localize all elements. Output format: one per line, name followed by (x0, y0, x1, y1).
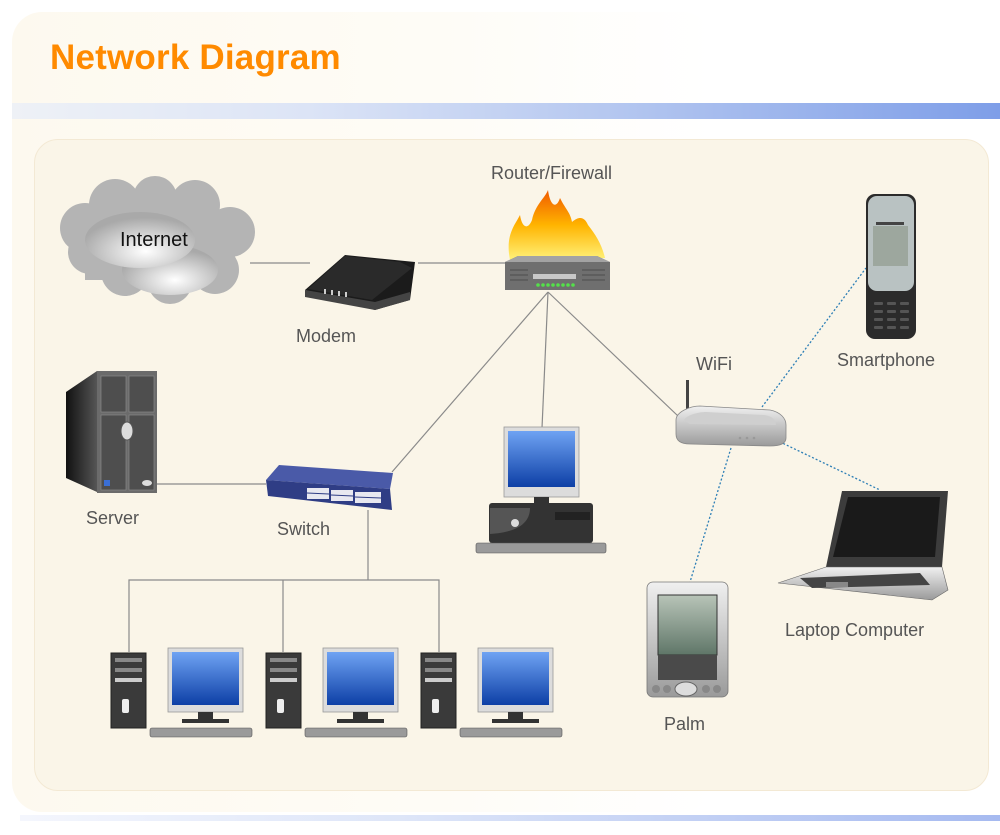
links (128, 262, 679, 652)
header-divider-bar (12, 103, 1000, 119)
node-label-router: Router/Firewall (491, 163, 613, 183)
smartphone-icon (866, 194, 916, 339)
firewall-icon (505, 190, 610, 290)
node-label-modem: Modem (296, 326, 357, 346)
node-label-wifi: WiFi (696, 354, 732, 374)
node-label-laptop: Laptop Computer (785, 620, 925, 640)
desktop-computer-icon (265, 647, 408, 738)
node-label-palm: Palm (664, 714, 706, 734)
pda-icon (646, 581, 729, 698)
footer-divider-bar (20, 815, 1000, 821)
wifi-router-icon (675, 380, 787, 447)
link-router-workstation (541, 291, 549, 429)
link-wifi-laptop (775, 439, 881, 491)
desktop-computer-icon (110, 647, 253, 738)
server-icon (66, 371, 157, 493)
link-wifi-palm (689, 447, 732, 583)
modem-icon (305, 255, 415, 310)
link-router-switch (391, 291, 549, 473)
desktop-computer-icon (475, 426, 607, 554)
wireless-links (689, 267, 881, 583)
desktop-computer-icon (420, 647, 563, 738)
page-title: Network Diagram (50, 38, 341, 77)
node-label-smartphone: Smartphone (837, 350, 936, 370)
cloud-icon (60, 176, 255, 304)
switch-icon (266, 465, 393, 510)
laptop-icon (777, 491, 949, 601)
node-label-switch: Switch (277, 519, 331, 539)
link-bus-pcs (128, 579, 440, 652)
node-label-internet: Internet (120, 229, 188, 251)
link-router-wifi (547, 291, 679, 417)
node-label-server: Server (86, 508, 140, 528)
link-wifi-smartphone (761, 267, 867, 408)
